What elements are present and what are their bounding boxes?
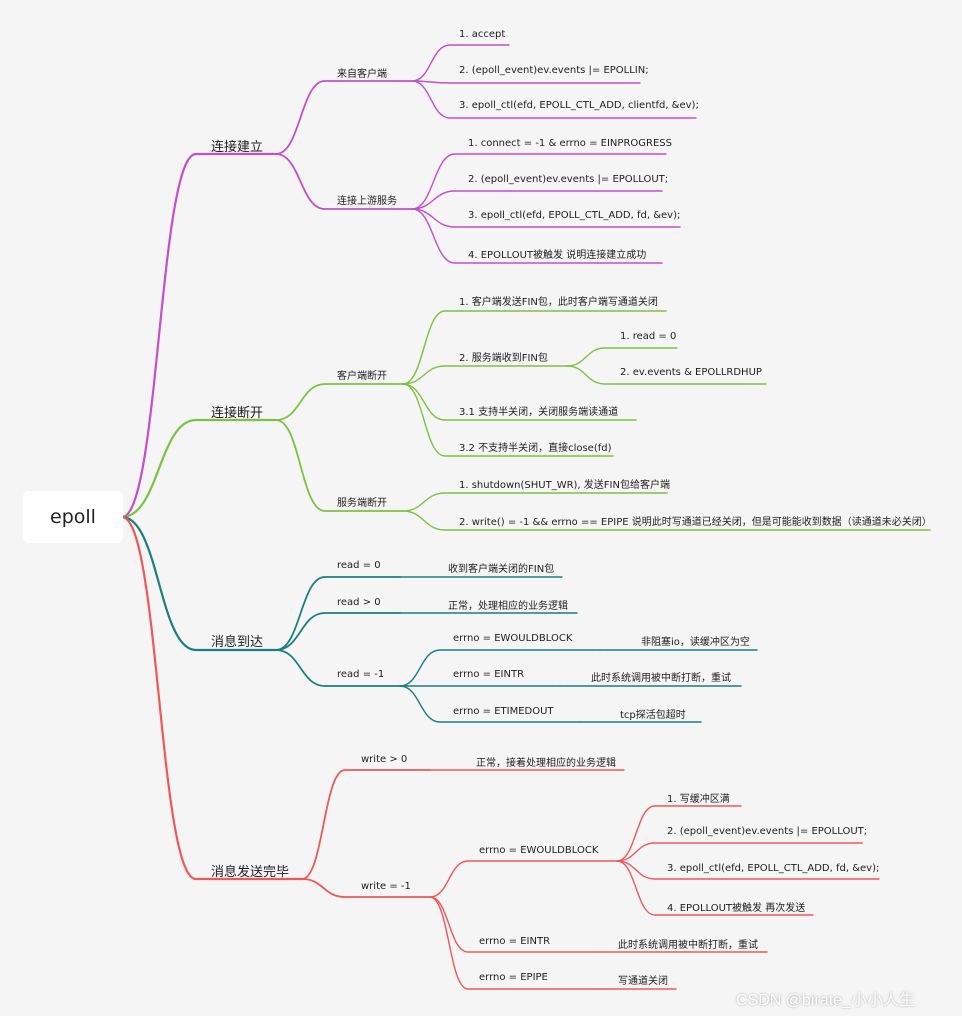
- leaf-read-eintr-desc[interactable]: 此时系统调用被中断打断，重试: [591, 673, 731, 684]
- node-write-eintr[interactable]: errno = EINTR: [479, 936, 551, 947]
- connector-write-negative-node: [301, 878, 431, 898]
- node-connect[interactable]: 连接建立: [211, 140, 264, 155]
- leaf-read-zero-desc[interactable]: 收到客户端关闭的FIN包: [448, 564, 555, 575]
- leaf-half-close[interactable]: 3.1 支持半关闭，关闭服务端读通道: [459, 407, 619, 418]
- leaf-write-eintr-desc[interactable]: 此时系统调用被中断打断，重试: [618, 940, 758, 951]
- leaf-epoll-ctl-fd[interactable]: 3. epoll_ctl(efd, EPOLL_CTL_ADD, fd, &ev…: [468, 210, 681, 221]
- leaf-read-etimedout-desc[interactable]: tcp探活包超时: [620, 710, 686, 721]
- connector-write-epoll-ctl: [616, 860, 880, 880]
- connector-epollrdhup: [566, 365, 767, 385]
- node-write-epipe[interactable]: errno = EPIPE: [479, 972, 548, 983]
- node-write-positive[interactable]: write > 0: [361, 754, 408, 765]
- leaf-write-epipe[interactable]: 2. write() = -1 && errno == EPIPE 说明此时写通…: [459, 517, 932, 528]
- root-node-epoll[interactable]: epoll: [23, 491, 123, 543]
- connector-disconnect: [120, 418, 278, 519]
- connector-connect: [120, 152, 278, 519]
- leaf-accept[interactable]: 1. accept: [459, 29, 506, 40]
- connector-write-epipe-node: [429, 896, 601, 990]
- node-write-ewouldblock[interactable]: errno = EWOULDBLOCK: [479, 845, 599, 856]
- leaf-write-epollout[interactable]: 2. (epoll_event)ev.events |= EPOLLOUT;: [667, 826, 868, 837]
- node-client-close[interactable]: 客户端断开: [337, 371, 387, 382]
- leaf-connect-einprogress[interactable]: 1. connect = -1 & errno = EINPROGRESS: [468, 138, 672, 149]
- node-server-close[interactable]: 服务端断开: [337, 498, 387, 509]
- connector-write-ewouldblock: [429, 860, 618, 898]
- leaf-epollin[interactable]: 2. (epoll_event)ev.events |= EPOLLIN;: [459, 65, 649, 76]
- node-send-complete[interactable]: 消息发送完毕: [211, 865, 290, 880]
- connector-send-complete: [120, 515, 304, 881]
- connector-from-client: [275, 80, 413, 155]
- connector-epollout: [411, 190, 663, 210]
- connector-write-epipe: [402, 510, 931, 531]
- connector-shutdown: [402, 492, 668, 512]
- connector-write-resend: [616, 860, 814, 916]
- node-read-positive[interactable]: read > 0: [337, 597, 381, 608]
- node-read-etimedout[interactable]: errno = ETIMEDOUT: [453, 706, 554, 717]
- connector-server-close: [275, 419, 404, 512]
- leaf-epoll-ctl-client[interactable]: 3. epoll_ctl(efd, EPOLL_CTL_ADD, clientf…: [459, 100, 699, 111]
- connector-write-eintr: [429, 896, 601, 953]
- connector-accept: [411, 44, 510, 82]
- connector-epoll-ctl-fd: [411, 208, 681, 228]
- leaf-epollout[interactable]: 2. (epoll_event)ev.events |= EPOLLOUT;: [468, 174, 669, 185]
- node-disconnect[interactable]: 连接断开: [211, 406, 264, 421]
- leaf-epollrdhup[interactable]: 2. ev.events & EPOLLRDHUP: [620, 367, 762, 378]
- leaf-write-resend[interactable]: 4. EPOLLOUT被触发 再次发送: [667, 903, 806, 914]
- connector-epollin: [411, 80, 641, 84]
- connector-half-close: [402, 383, 637, 421]
- leaf-read-zero[interactable]: 1. read = 0: [620, 331, 677, 342]
- leaf-read-positive-desc[interactable]: 正常，处理相应的业务逻辑: [448, 601, 568, 612]
- node-write-negative[interactable]: write = -1: [361, 881, 411, 892]
- connector-read-zero: [566, 347, 678, 367]
- node-upstream[interactable]: 连接上游服务: [337, 196, 397, 207]
- connector-read-positive-node: [275, 612, 401, 651]
- connector-epollout-triggered: [411, 208, 663, 264]
- node-message-arrive[interactable]: 消息到达: [211, 635, 264, 650]
- connector-read-ewouldblock: [399, 649, 601, 687]
- connector-read-negative-node: [275, 649, 401, 687]
- root-label: epoll: [50, 506, 96, 528]
- leaf-write-positive-desc[interactable]: 正常，接着处理相应的业务逻辑: [476, 758, 616, 769]
- leaf-shutdown[interactable]: 1. shutdown(SHUT_WR), 发送FIN包给客户端: [459, 480, 670, 491]
- node-server-recv-fin[interactable]: 2. 服务端收到FIN包: [459, 353, 548, 364]
- connector-write-positive-node: [301, 769, 431, 880]
- connector-client-close: [275, 383, 404, 421]
- connector-server-recv-fin: [402, 365, 568, 385]
- connector-connect-einprogress: [411, 153, 667, 210]
- connector-write-epollout: [616, 842, 863, 862]
- node-read-ewouldblock[interactable]: errno = EWOULDBLOCK: [453, 633, 573, 644]
- node-read-eintr[interactable]: errno = EINTR: [453, 669, 525, 680]
- connector-message-arrive: [120, 515, 278, 652]
- leaf-client-fin[interactable]: 1. 客户端发送FIN包，此时客户端写通道关闭: [459, 297, 658, 308]
- leaf-write-epoll-ctl[interactable]: 3. epoll_ctl(efd, EPOLL_CTL_ADD, fd, &ev…: [667, 863, 880, 874]
- connector-write-buffer-full: [616, 805, 742, 862]
- connector-upstream: [275, 153, 413, 210]
- leaf-write-epipe-desc[interactable]: 写通道关闭: [618, 976, 668, 987]
- connector-no-half-close: [402, 383, 614, 457]
- connector-epoll-ctl-client: [411, 80, 697, 119]
- leaf-write-buffer-full[interactable]: 1. 写缓冲区满: [667, 794, 730, 805]
- node-from-client[interactable]: 来自客户端: [337, 69, 387, 80]
- node-read-negative[interactable]: read = -1: [337, 669, 385, 680]
- leaf-epollout-triggered[interactable]: 4. EPOLLOUT被触发 说明连接建立成功: [468, 250, 647, 261]
- csdn-watermark: CSDN @birate_小小人生: [736, 992, 915, 1009]
- leaf-no-half-close[interactable]: 3.2 不支持半关闭，直接close(fd): [459, 443, 612, 454]
- connector-read-etimedout: [399, 685, 581, 723]
- node-read-zero[interactable]: read = 0: [337, 560, 381, 571]
- leaf-read-ewouldblock-desc[interactable]: 非阻塞io，读缓冲区为空: [641, 637, 750, 648]
- connector-read-zero-node: [275, 576, 401, 651]
- connector-client-fin: [402, 310, 667, 385]
